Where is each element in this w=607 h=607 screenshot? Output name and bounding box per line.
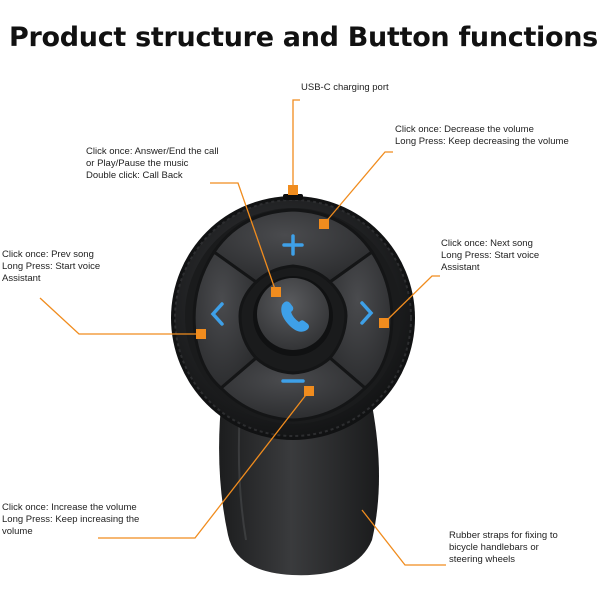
strap-label: Rubber straps for fixing to bicycle hand… bbox=[449, 530, 558, 566]
label-line: bicycle handlebars or bbox=[449, 542, 539, 553]
label-line: Assistant bbox=[441, 262, 480, 273]
label-line: volume bbox=[2, 526, 33, 537]
plus-icon bbox=[282, 234, 304, 256]
label-line: Assistant bbox=[2, 273, 41, 284]
callout-markers bbox=[196, 185, 389, 396]
label-line: Click once: Increase the volume bbox=[2, 502, 137, 513]
label-line: Click once: Prev song bbox=[2, 249, 94, 260]
label-line: Long Press: Start voice bbox=[441, 250, 540, 261]
label-line: Click once: Next song bbox=[441, 238, 533, 249]
usb-c-port bbox=[283, 194, 303, 200]
volume-up-label: Click once: Increase the volume Long Pre… bbox=[2, 502, 139, 538]
label-line: Rubber straps for fixing to bbox=[449, 530, 558, 541]
callout-lines bbox=[39, 99, 446, 566]
page-title: Product structure and Button functions bbox=[9, 22, 598, 53]
usb-port-label: USB-C charging port bbox=[301, 82, 389, 94]
next-song-label: Click once: Next song Long Press: Start … bbox=[441, 238, 539, 274]
chevron-right-icon bbox=[360, 301, 374, 325]
volume-down-label: Click once: Decrease the volume Long Pre… bbox=[395, 124, 569, 148]
label-line: USB-C charging port bbox=[301, 82, 389, 93]
prev-song-label: Click once: Prev song Long Press: Start … bbox=[2, 249, 100, 285]
phone-icon bbox=[281, 301, 309, 332]
label-line: Long Press: Start voice bbox=[2, 261, 101, 272]
center-button-label: Click once: Answer/End the call or Play/… bbox=[86, 146, 219, 182]
center-button[interactable] bbox=[257, 278, 329, 350]
label-line: Long Press: Keep increasing the bbox=[2, 514, 140, 525]
label-line: Click once: Decrease the volume bbox=[395, 124, 534, 135]
chevron-left-icon bbox=[210, 302, 224, 326]
label-line: or Play/Pause the music bbox=[86, 158, 189, 169]
label-line: steering wheels bbox=[449, 554, 516, 565]
label-line: Double click: Call Back bbox=[86, 170, 183, 181]
label-line: Long Press: Keep decreasing the volume bbox=[395, 136, 569, 147]
label-line: Click once: Answer/End the call bbox=[86, 146, 219, 157]
